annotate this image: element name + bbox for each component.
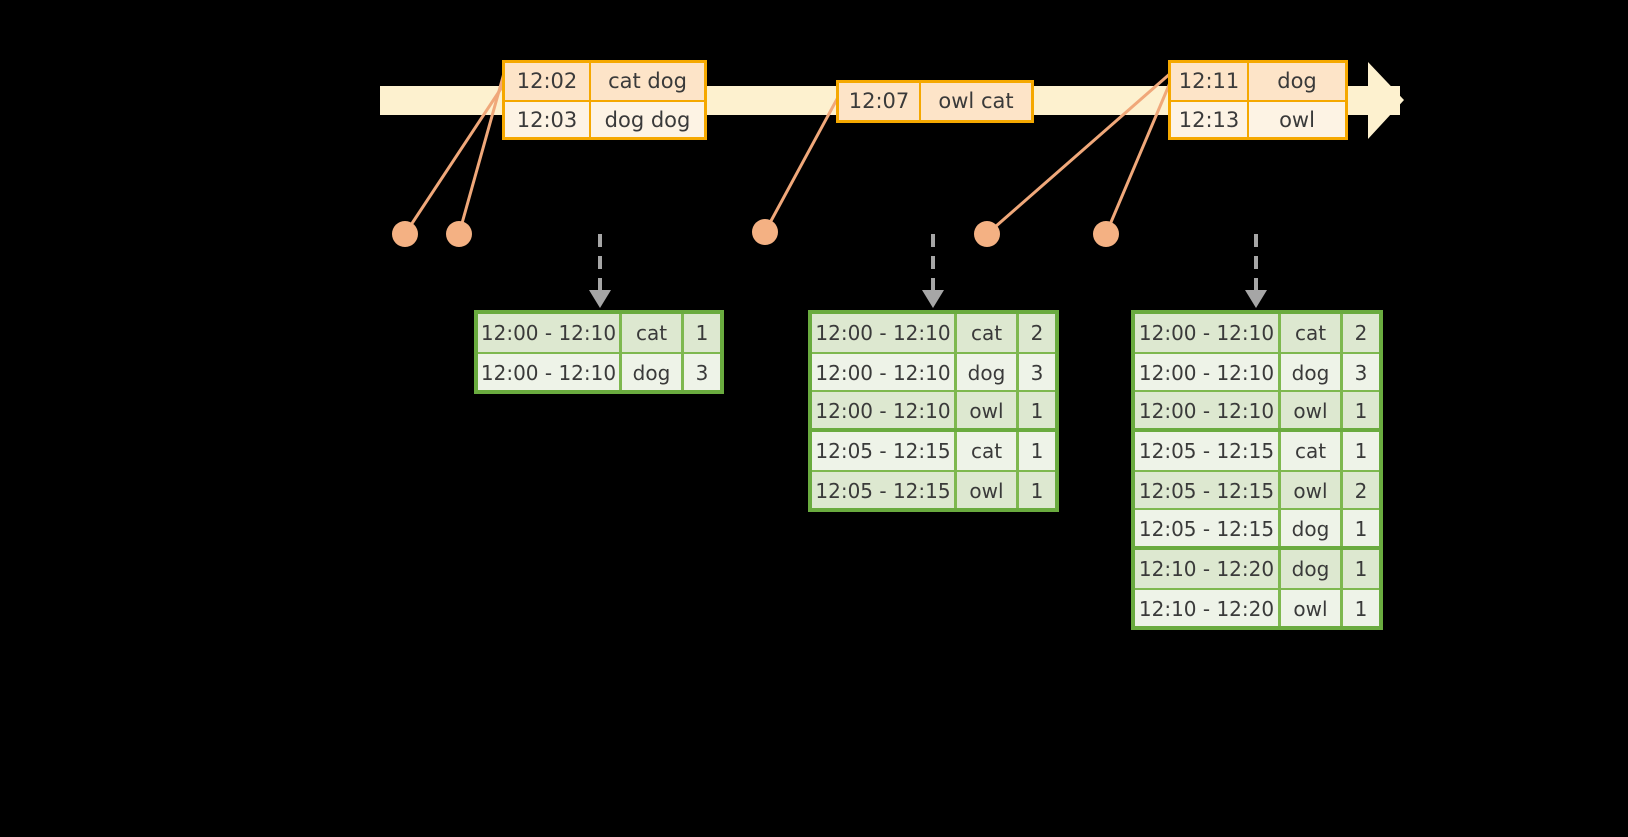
- result-count: 1: [1343, 432, 1379, 470]
- result-count: 1: [1343, 508, 1379, 546]
- result-word: cat: [1281, 432, 1343, 470]
- event-words: owl cat: [921, 83, 1031, 120]
- event-row[interactable]: 12:13 owl: [1171, 100, 1345, 137]
- result-word: dog: [622, 352, 684, 390]
- result-count: 1: [1343, 390, 1379, 428]
- event-words: owl: [1249, 100, 1345, 137]
- result-count: 1: [1019, 470, 1055, 508]
- result-word: cat: [1281, 314, 1343, 352]
- result-word: owl: [1281, 588, 1343, 626]
- result-word: owl: [957, 470, 1019, 508]
- event-words: dog: [1249, 63, 1345, 100]
- result-window: 12:05 - 12:15: [1135, 432, 1281, 470]
- result-window: 12:10 - 12:20: [1135, 588, 1281, 626]
- connector-event-3-row-1-dot: [974, 221, 1000, 247]
- event-words: cat dog: [591, 63, 704, 100]
- result-window: 12:05 - 12:15: [812, 470, 957, 508]
- result-word: cat: [957, 432, 1019, 470]
- result-count: 1: [1019, 432, 1055, 470]
- result-word: dog: [1281, 508, 1343, 546]
- result-window: 12:00 - 12:10: [1135, 390, 1281, 428]
- connector-event-1-row-2-dot: [446, 221, 472, 247]
- event-row[interactable]: 12:02 cat dog: [505, 63, 704, 100]
- result-window: 12:00 - 12:10: [812, 352, 957, 390]
- event-time: 12:07: [839, 83, 921, 120]
- down-arrow-to-result-1-head: [589, 290, 611, 308]
- event-words: dog dog: [591, 100, 704, 137]
- result-window: 12:05 - 12:15: [1135, 508, 1281, 546]
- result-window: 12:10 - 12:20: [1135, 550, 1281, 588]
- result-word: dog: [1281, 550, 1343, 588]
- result-window: 12:00 - 12:10: [812, 314, 957, 352]
- result-count: 1: [1343, 550, 1379, 588]
- result-count: 3: [684, 352, 720, 390]
- result-window: 12:00 - 12:10: [1135, 352, 1281, 390]
- result-word: cat: [957, 314, 1019, 352]
- event-box-1[interactable]: 12:02 cat dog 12:03 dog dog: [502, 60, 707, 140]
- event-box-3[interactable]: 12:11 dog 12:13 owl: [1168, 60, 1348, 140]
- result-window: 12:00 - 12:10: [478, 352, 622, 390]
- result-count: 1: [1343, 588, 1379, 626]
- result-word: dog: [957, 352, 1019, 390]
- event-time: 12:11: [1171, 63, 1249, 100]
- result-window: 12:00 - 12:10: [478, 314, 622, 352]
- result-window: 12:00 - 12:10: [812, 390, 957, 428]
- event-row[interactable]: 12:03 dog dog: [505, 100, 704, 137]
- event-row[interactable]: 12:07 owl cat: [839, 83, 1031, 120]
- result-count: 3: [1019, 352, 1055, 390]
- event-time: 12:03: [505, 100, 591, 137]
- result-word: owl: [1281, 470, 1343, 508]
- connector-event-1-row-1-dot: [392, 221, 418, 247]
- result-word: owl: [1281, 390, 1343, 428]
- down-arrow-to-result-2-head: [922, 290, 944, 308]
- down-arrow-to-result-3-head: [1245, 290, 1267, 308]
- result-word: cat: [622, 314, 684, 352]
- event-box-2[interactable]: 12:07 owl cat: [836, 80, 1034, 123]
- result-count: 1: [684, 314, 720, 352]
- result-word: dog: [1281, 352, 1343, 390]
- result-count: 1: [1019, 390, 1055, 428]
- result-count: 2: [1019, 314, 1055, 352]
- result-count: 2: [1343, 314, 1379, 352]
- result-window: 12:00 - 12:10: [1135, 314, 1281, 352]
- result-window: 12:05 - 12:15: [812, 432, 957, 470]
- connector-event-2-row-1-dot: [752, 219, 778, 245]
- connector-event-3-row-2-dot: [1093, 221, 1119, 247]
- event-time: 12:02: [505, 63, 591, 100]
- event-row[interactable]: 12:11 dog: [1171, 63, 1345, 100]
- result-word: owl: [957, 390, 1019, 428]
- result-count: 3: [1343, 352, 1379, 390]
- result-window: 12:05 - 12:15: [1135, 470, 1281, 508]
- result-count: 2: [1343, 470, 1379, 508]
- event-time: 12:13: [1171, 100, 1249, 137]
